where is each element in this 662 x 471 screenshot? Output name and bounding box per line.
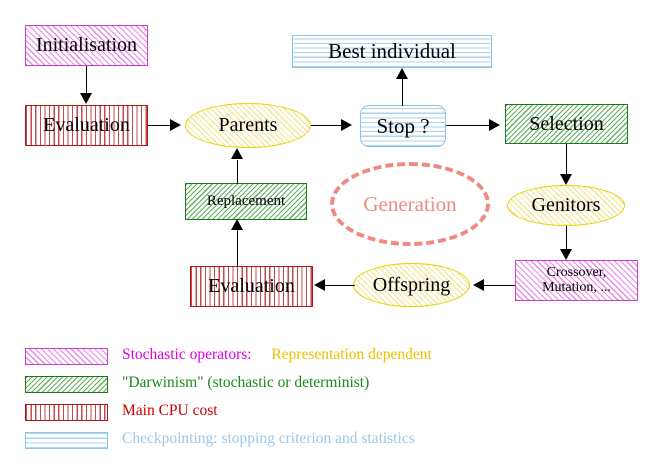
legend-swatch-darwinism bbox=[25, 376, 108, 393]
legend-label-main-cpu-cost: Main CPU cost bbox=[122, 402, 218, 419]
node-best-individual[interactable]: Best individual bbox=[292, 35, 492, 68]
edge-stop-to-selection bbox=[446, 125, 490, 127]
arrowhead-offspring-to-evaluation bbox=[314, 279, 325, 291]
edge-stop-to-best-individual bbox=[402, 78, 404, 106]
node-crossover-mutation[interactable]: Crossover, Mutation, ... bbox=[515, 260, 638, 301]
legend-swatch-checkpointing bbox=[25, 432, 108, 449]
arrowhead-replacement-to-parents bbox=[231, 148, 243, 159]
arrowhead-initialisation-to-evaluation bbox=[80, 93, 92, 104]
node-evaluation-top[interactable]: Evaluation bbox=[25, 105, 148, 146]
arrowhead-evaluation-to-parents bbox=[170, 119, 181, 131]
arrowhead-stop-to-best-individual bbox=[396, 68, 408, 79]
arrowhead-evaluation-to-replacement bbox=[231, 219, 243, 230]
legend-label-stochastic-operators-text: Stochastic operators: bbox=[122, 346, 252, 363]
legend-swatch-stochastic-operators bbox=[25, 348, 108, 365]
edge-evaluation-to-replacement bbox=[237, 230, 239, 267]
legend-label-darwinism: "Darwinism" (stochastic or determinist) bbox=[122, 374, 370, 391]
group-generation: Generation bbox=[330, 162, 490, 246]
node-genitors[interactable]: Genitors bbox=[507, 185, 625, 226]
arrowhead-genitors-to-crossover bbox=[560, 249, 572, 260]
edge-offspring-to-evaluation bbox=[325, 285, 355, 287]
edge-crossover-to-offspring bbox=[484, 285, 515, 287]
edge-parents-to-stop bbox=[311, 125, 343, 127]
edge-initialisation-to-evaluation bbox=[86, 66, 88, 94]
legend-swatch-main-cpu-cost bbox=[25, 404, 108, 421]
node-stop[interactable]: Stop ? bbox=[360, 105, 446, 147]
arrowhead-parents-to-stop bbox=[341, 119, 352, 131]
arrowhead-crossover-to-offspring bbox=[473, 279, 484, 291]
edge-replacement-to-parents bbox=[237, 160, 239, 184]
arrowhead-selection-to-genitors bbox=[560, 174, 572, 185]
arrowhead-stop-to-selection bbox=[489, 119, 500, 131]
edge-evaluation-to-parents bbox=[148, 125, 172, 127]
legend-label-stochastic-operators: Stochastic operators: Representation dep… bbox=[122, 346, 432, 364]
node-selection[interactable]: Selection bbox=[505, 104, 628, 144]
legend-label-checkpointing: Checkpointing: stopping criterion and st… bbox=[122, 430, 415, 447]
node-replacement[interactable]: Replacement bbox=[185, 183, 307, 220]
edge-genitors-to-crossover bbox=[566, 226, 568, 251]
edge-selection-to-genitors bbox=[566, 144, 568, 175]
node-parents[interactable]: Parents bbox=[185, 103, 311, 148]
node-evaluation-bottom[interactable]: Evaluation bbox=[190, 266, 313, 307]
legend-label-representation-dependent-text: Representation dependent bbox=[271, 346, 432, 363]
generation-label: Generation bbox=[363, 191, 457, 216]
node-offspring[interactable]: Offspring bbox=[353, 263, 470, 307]
node-initialisation[interactable]: Initialisation bbox=[25, 25, 148, 66]
